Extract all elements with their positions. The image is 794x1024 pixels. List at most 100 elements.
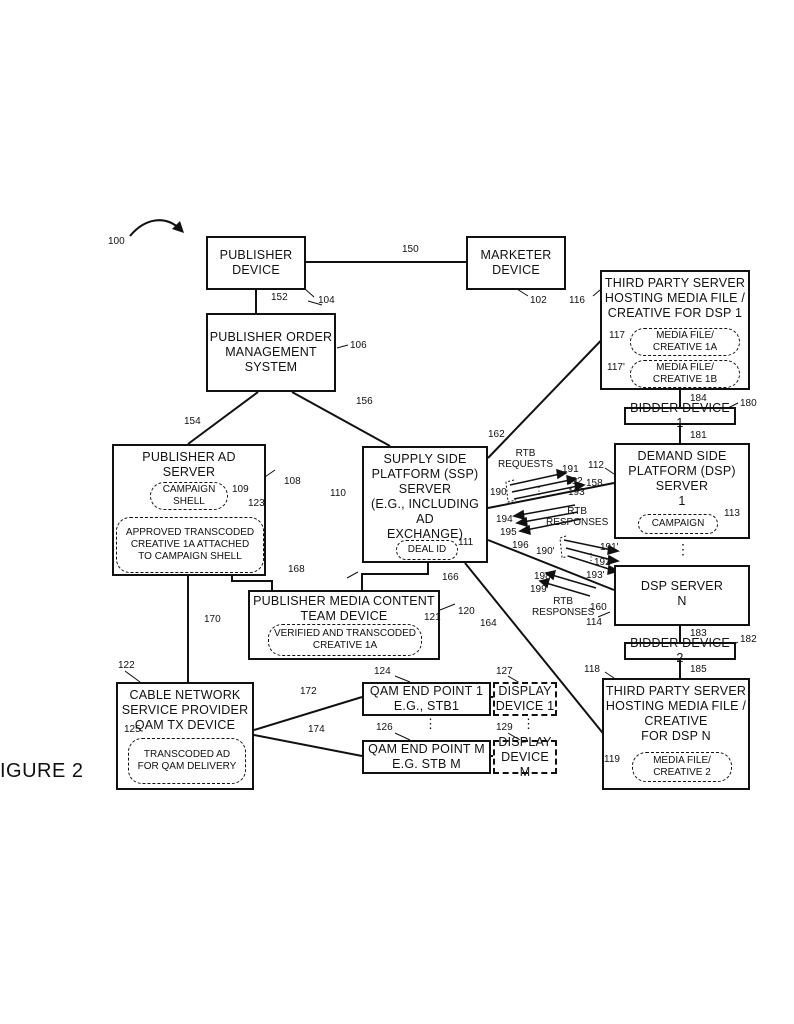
ref-192p: 192' bbox=[594, 557, 613, 568]
link-154 bbox=[187, 391, 259, 445]
ref-116: 116 bbox=[569, 295, 585, 306]
link-166 bbox=[361, 563, 429, 590]
ref-191: 191 bbox=[562, 464, 579, 475]
ref-199: 199 bbox=[530, 584, 547, 595]
ref-125: 125 bbox=[124, 724, 141, 735]
ref-110: 110 bbox=[330, 488, 346, 499]
link-168 bbox=[231, 576, 273, 590]
ref-156: 156 bbox=[356, 396, 373, 407]
dsp-n-server-label: DSP SERVER N bbox=[640, 579, 724, 608]
rtb-ellipsis-2: ⋮ bbox=[586, 552, 596, 563]
rtb-request-arrows bbox=[509, 468, 586, 500]
bidder-device-2-box: BIDDER DEVICE 2 bbox=[624, 636, 736, 665]
publisher-device-box: PUBLISHER DEVICE bbox=[206, 236, 306, 290]
ref-117p: 117' bbox=[607, 362, 625, 373]
rtb-request-arrows-n bbox=[563, 539, 620, 576]
display-device-1-label: DISPLAY DEVICE 1 bbox=[495, 684, 555, 713]
ref-193p: 193' bbox=[586, 570, 605, 581]
rtb-responses-label-2: RTB RESPONSES bbox=[532, 596, 595, 618]
display-ellipsis: ⋮ bbox=[522, 716, 535, 731]
ref-108: 108 bbox=[284, 476, 301, 487]
ssp-server-label: SUPPLY SIDE PLATFORM (SSP) SERVER (E.G.,… bbox=[370, 452, 480, 541]
qam-end-point-m-box: QAM END POINT M E.G. STB M bbox=[362, 740, 491, 774]
dsp-n-server-box: DSP SERVER N bbox=[614, 565, 750, 626]
ref-106: 106 bbox=[350, 340, 367, 351]
link-156 bbox=[291, 391, 391, 447]
qam-end-point-m-label: QAM END POINT M E.G. STB M bbox=[368, 742, 485, 771]
qam-end-point-1-label: QAM END POINT 1 E.G., STB1 bbox=[369, 684, 484, 713]
ref-109: 109 bbox=[232, 484, 249, 495]
ref-123: 123 bbox=[248, 498, 265, 509]
bidder-device-2-label: BIDDER DEVICE 2 bbox=[630, 636, 730, 665]
order-management-label: PUBLISHER ORDER MANAGEMENT SYSTEM bbox=[209, 330, 333, 374]
ref-170: 170 bbox=[204, 614, 221, 625]
publisher-ad-server-label: PUBLISHER AD SERVER bbox=[142, 450, 236, 479]
media-file-1a-pill: MEDIA FILE/ CREATIVE 1A bbox=[630, 328, 740, 356]
figure-label: IGURE 2 bbox=[0, 760, 84, 782]
link-158 bbox=[487, 482, 615, 509]
ref-172: 172 bbox=[300, 686, 317, 697]
ref-183: 183 bbox=[690, 628, 707, 639]
ref-195: 195 bbox=[500, 527, 517, 538]
link-172 bbox=[253, 696, 363, 731]
display-device-m-box: DISPLAY DEVICE M bbox=[493, 735, 557, 779]
media-file-2-pill: MEDIA FILE/ CREATIVE 2 bbox=[632, 752, 732, 782]
marketer-device-label: MARKETER DEVICE bbox=[480, 248, 552, 277]
ref-191p: 191' bbox=[600, 542, 619, 553]
ref-162: 162 bbox=[488, 429, 505, 440]
ref-100: 100 bbox=[108, 236, 125, 247]
media-file-1b-pill: MEDIA FILE/ CREATIVE 1B bbox=[630, 360, 740, 388]
ref-117: 117 bbox=[609, 330, 625, 341]
ref-184: 184 bbox=[690, 393, 707, 404]
link-162 bbox=[487, 327, 614, 459]
ref-193: 193 bbox=[568, 487, 585, 498]
ref-182: 182 bbox=[740, 634, 757, 645]
ref-118: 118 bbox=[584, 664, 600, 675]
ref-185: 185 bbox=[690, 664, 707, 675]
bidder-device-1-box: BIDDER DEVICE 1 bbox=[624, 401, 736, 430]
ref-160: 160 bbox=[590, 602, 607, 613]
ref-104: 104 bbox=[318, 295, 335, 306]
deal-id-pill: DEAL ID bbox=[396, 540, 458, 560]
campaign-shell-pill: CAMPAIGN SHELL bbox=[150, 482, 228, 510]
ref-181: 181 bbox=[690, 430, 707, 441]
ref-196: 196 bbox=[512, 540, 529, 551]
order-management-box: PUBLISHER ORDER MANAGEMENT SYSTEM bbox=[206, 313, 336, 392]
ref-112: 112 bbox=[588, 460, 604, 471]
ref-152: 152 bbox=[271, 292, 288, 303]
ref-129: 129 bbox=[496, 722, 513, 733]
publisher-device-label: PUBLISHER DEVICE bbox=[219, 248, 293, 277]
display-device-m-label: DISPLAY DEVICE M bbox=[498, 734, 552, 779]
media-content-team-label: PUBLISHER MEDIA CONTENT TEAM DEVICE bbox=[253, 594, 435, 623]
ref-166: 166 bbox=[442, 572, 459, 583]
ref-174: 174 bbox=[308, 724, 325, 735]
link-164 bbox=[464, 562, 607, 738]
bidder-device-1-label: BIDDER DEVICE 1 bbox=[630, 401, 730, 430]
ref-164: 164 bbox=[480, 618, 497, 629]
ref-192: 192 bbox=[566, 476, 583, 487]
ref-114: 114 bbox=[586, 617, 602, 628]
ref-124: 124 bbox=[374, 666, 391, 677]
ref-113: 113 bbox=[724, 508, 740, 519]
rtb-response-arrows-1 bbox=[512, 504, 582, 536]
ref-194: 194 bbox=[496, 514, 513, 525]
ref-180: 180 bbox=[740, 398, 757, 409]
ref-198: 198 bbox=[534, 571, 551, 582]
transcoded-ad-pill: TRANSCODED AD FOR QAM DELIVERY bbox=[128, 738, 246, 784]
qam-end-point-1-box: QAM END POINT 1 E.G., STB1 bbox=[362, 682, 491, 716]
ref-111: 111 bbox=[458, 537, 474, 548]
link-160 bbox=[487, 539, 615, 591]
cable-provider-label: CABLE NETWORK SERVICE PROVIDER QAM TX DE… bbox=[121, 688, 249, 732]
cable-provider-box: CABLE NETWORK SERVICE PROVIDER QAM TX DE… bbox=[116, 682, 254, 790]
dsp-1-server-label: DEMAND SIDE PLATFORM (DSP) SERVER 1 bbox=[628, 449, 736, 508]
ref-150: 150 bbox=[402, 244, 419, 255]
third-party-server-1-label: THIRD PARTY SERVER HOSTING MEDIA FILE / … bbox=[604, 276, 746, 320]
third-party-server-n-label: THIRD PARTY SERVER HOSTING MEDIA FILE / … bbox=[605, 684, 747, 743]
rtb-responses-label-1: RTB RESPONSES bbox=[546, 506, 609, 528]
campaign-pill: CAMPAIGN bbox=[638, 514, 718, 534]
ref-119: 119 bbox=[604, 754, 620, 765]
rtb-response-arrows-n bbox=[538, 570, 597, 597]
ref-120: 120 bbox=[458, 606, 475, 617]
marketer-device-box: MARKETER DEVICE bbox=[466, 236, 566, 290]
